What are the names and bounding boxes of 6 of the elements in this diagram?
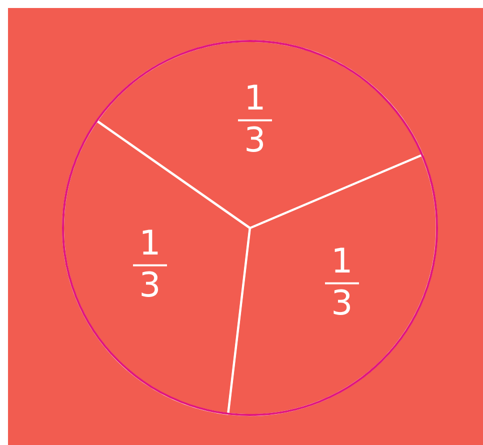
- denominator: 3: [331, 286, 353, 322]
- numerator: 1: [139, 226, 161, 262]
- denominator: 3: [244, 122, 266, 159]
- numerator: 1: [331, 244, 353, 280]
- denominator: 3: [139, 268, 161, 304]
- numerator: 1: [244, 81, 266, 117]
